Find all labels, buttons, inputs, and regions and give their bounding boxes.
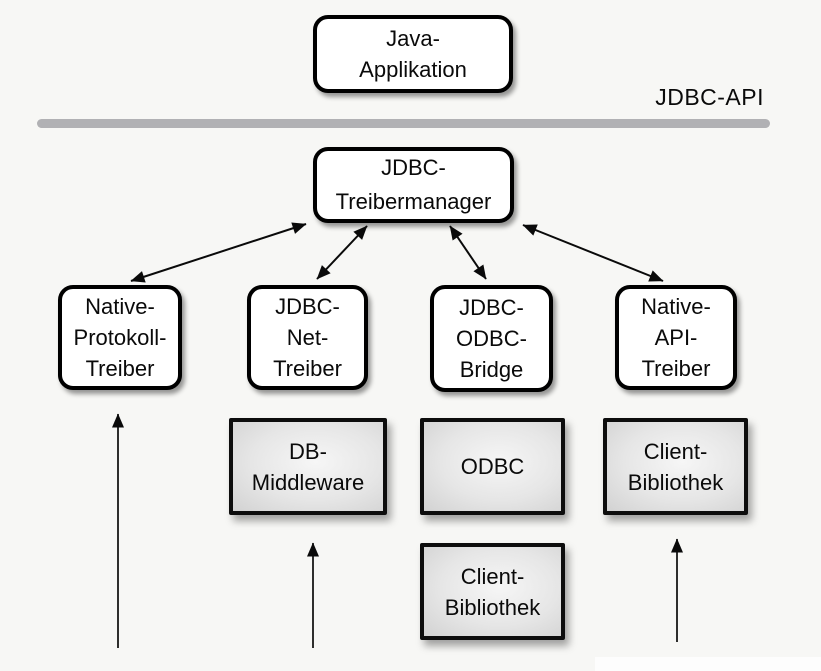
node-label-line: Middleware [251,469,365,495]
node-label-line: DB- [289,438,327,464]
node-label-line: Protokoll- [73,325,167,350]
node-label-line: Net- [286,325,329,350]
jdbc-api-divider-line [37,119,770,128]
node-client-bibliothek-right: Client- Bibliothek [603,418,748,515]
node-jdbc-net-treiber: JDBC- Net- Treiber [247,285,368,390]
node-jdbc-odbc-bridge: JDBC- ODBC- Bridge [430,285,553,392]
node-label-line: Treiber [273,356,342,381]
jdbc-api-label: JDBC-API [655,84,764,110]
node-label-line: Bridge [459,357,524,382]
node-native-api-treiber: Native- API- Treiber [615,285,737,390]
node-label-line: Bibliothek [627,469,724,495]
node-label-line: Treiber [641,356,711,381]
node-jdbc-treibermanager: JDBC- Treibermanager [313,147,514,223]
node-client-bibliothek-bottom: Client- Bibliothek [420,543,565,640]
node-label-line: ODBC [460,454,525,479]
node-label-line: API- [654,325,698,350]
node-label-line: Treiber [85,356,155,381]
node-label-line: Bibliothek [444,594,541,620]
node-label-line: JDBC- [275,294,340,319]
node-java-application: Java- Applikation [313,15,513,93]
arrow-treibermanager-jdbc-net [316,225,368,280]
node-label-line: JDBC- [381,155,446,180]
node-label-line: ODBC- [456,326,527,351]
node-label-line: Java- [386,26,440,51]
node-label-line: Native- [85,294,155,319]
node-label-line: Client- [643,438,708,464]
node-label-line: JDBC- [459,295,524,320]
node-label-line: Treibermanager [335,189,492,214]
node-label-line: Client- [460,563,525,589]
node-native-protokoll-treiber: Native- Protokoll- Treiber [58,285,182,390]
arrow-treibermanager-native-protokoll [130,222,307,283]
cropped-element-edge [595,657,821,671]
node-label-line: Applikation [359,57,467,82]
node-db-middleware: DB- Middleware [229,418,387,515]
arrow-treibermanager-jdbc-odbc [449,225,487,280]
arrow-treibermanager-native-api [522,224,664,282]
node-odbc: ODBC [420,418,565,515]
node-label-line: Native- [641,294,711,319]
